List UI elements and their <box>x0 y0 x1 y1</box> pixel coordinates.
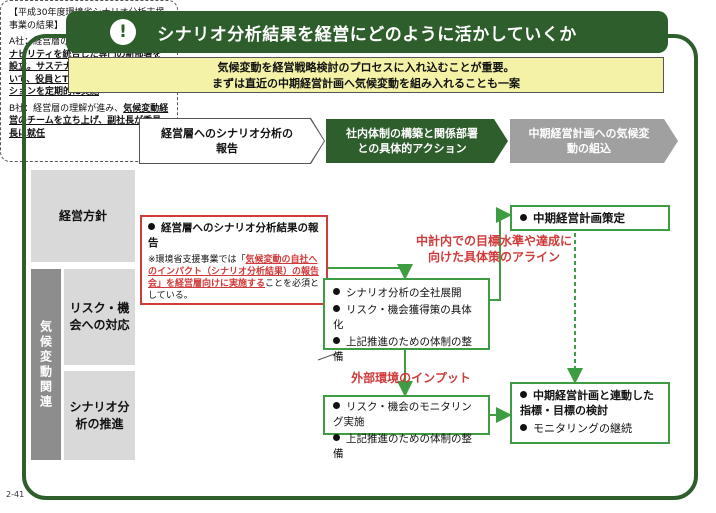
callout-align: 中計内での目標水準や達成に向けた具体策のアライン <box>415 234 572 264</box>
action-item-text: リスク・機会獲得策の具体化 <box>333 304 472 331</box>
linked-targets-box: 中期経営計画と連動した指標・目標の検討 モニタリングの継続 <box>510 382 670 444</box>
callout-external-input: 外部環境のインプット <box>351 371 471 385</box>
report-note-emphasis: 気候変動の自社へのインパクト（シナリオ分析結果）の報告会」を経営層向けに実施する <box>148 255 320 289</box>
company-b-result: B社：経営層の理解が進み、気候変動経営のチームを立ち上げ、副社長が委員長に就任 <box>9 103 169 141</box>
row-management-policy-label: 経営方針 <box>58 208 107 223</box>
company-b-pre: B社：経営層の理解が進み、 <box>9 103 124 114</box>
exclamation-icon: ! <box>110 19 136 45</box>
row-management-policy: 経営方針 <box>31 170 135 262</box>
plan-item: 中期経営計画策定 <box>520 211 660 226</box>
dash-box-pointer <box>317 351 341 361</box>
actions-box: シナリオ分析の全社展開 リスク・機会獲得策の具体化 上記推進のための体制の整備 <box>323 278 490 363</box>
bullet-dot <box>333 402 340 409</box>
bullet-dot <box>333 305 340 312</box>
arrow-actions-to-plan <box>490 207 512 301</box>
monitoring-item-text: リスク・機会のモニタリング実施 <box>333 401 472 428</box>
key-message-line1: 気候変動を経営戦略検討のプロセスに入れ込むことが重要。 <box>217 61 515 74</box>
report-note: ※環境省支援事業では「気候変動の自社へのインパクト（シナリオ分析結果）の報告会」… <box>148 254 320 302</box>
bullet-dot <box>520 391 527 398</box>
action-item-text: 上記推進のための体制の整備 <box>333 336 472 363</box>
monitoring-item: 上記推進のための体制の整備 <box>333 432 480 462</box>
bullet-dot <box>333 288 340 295</box>
bullet-dot <box>520 424 527 431</box>
action-item: 上記推進のための体制の整備 <box>333 335 480 365</box>
monitoring-item-text: 上記推進のための体制の整備 <box>333 433 472 460</box>
key-message: 気候変動を経営戦略検討のプロセスに入れ込むことが重要。 まずは直近の中期経営計画… <box>68 57 664 93</box>
report-note-post: ことを必須としている。 <box>148 279 320 301</box>
page-title: シナリオ分析結果を経営にどのように活かしていくか <box>157 24 577 45</box>
row-risk-opportunity-label: リスク・機会への対応 <box>69 301 130 332</box>
bullet-dot <box>520 214 527 221</box>
report-note-pre: ※環境省支援事業では「 <box>148 255 246 265</box>
bullet-dot <box>148 223 155 230</box>
step-internal-structure: 社内体制の構築と関係部署との具体的アクション <box>326 119 508 163</box>
row-group-climate-label: 気候変動関連 <box>38 319 53 410</box>
action-item-text: シナリオ分析の全社展開 <box>346 287 462 299</box>
step-midterm-plan: 中期経営計画への気候変動の組込 <box>510 119 678 163</box>
linked-item-text: モニタリングの継続 <box>533 422 632 435</box>
linked-item: モニタリングの継続 <box>520 421 660 436</box>
bullet-dot <box>333 434 340 441</box>
row-group-climate: 気候変動関連 <box>31 269 61 460</box>
row-scenario-promotion: シナリオ分析の推進 <box>64 371 135 460</box>
action-item: リスク・機会獲得策の具体化 <box>333 303 480 333</box>
linked-item-text: 中期経営計画と連動した指標・目標の検討 <box>520 389 654 417</box>
report-box: 経営層へのシナリオ分析結果の報告 ※環境省支援事業では「気候変動の自社へのインパ… <box>140 215 328 305</box>
monitoring-item: リスク・機会のモニタリング実施 <box>333 400 480 430</box>
row-scenario-promotion-label: シナリオ分析の推進 <box>69 399 130 431</box>
company-b-bold: 気候変動経営のチームを立ち上げ、副社長が委員長に就任 <box>9 103 169 139</box>
report-bullet-text: 経営層へのシナリオ分析結果の報告 <box>148 222 319 249</box>
plan-item-text: 中期経営計画策定 <box>533 211 625 225</box>
key-message-line2: まずは直近の中期経営計画へ気候変動を組み入れることも一案 <box>212 77 520 90</box>
linked-item: 中期経営計画と連動した指標・目標の検討 <box>520 388 660 418</box>
step-report-to-management: 経営層へのシナリオ分析の報告 <box>140 119 324 163</box>
page-number: 2-41 <box>6 490 25 499</box>
action-item: シナリオ分析の全社展開 <box>333 286 480 301</box>
row-risk-opportunity: リスク・機会への対応 <box>64 269 135 365</box>
report-bullet: 経営層へのシナリオ分析結果の報告 <box>148 221 320 251</box>
bullet-dot <box>333 337 340 344</box>
plan-box: 中期経営計画策定 <box>510 205 670 231</box>
monitoring-box: リスク・機会のモニタリング実施 上記推進のための体制の整備 <box>323 395 490 460</box>
title-bar: ! シナリオ分析結果を経営にどのように活かしていくか <box>66 11 668 53</box>
